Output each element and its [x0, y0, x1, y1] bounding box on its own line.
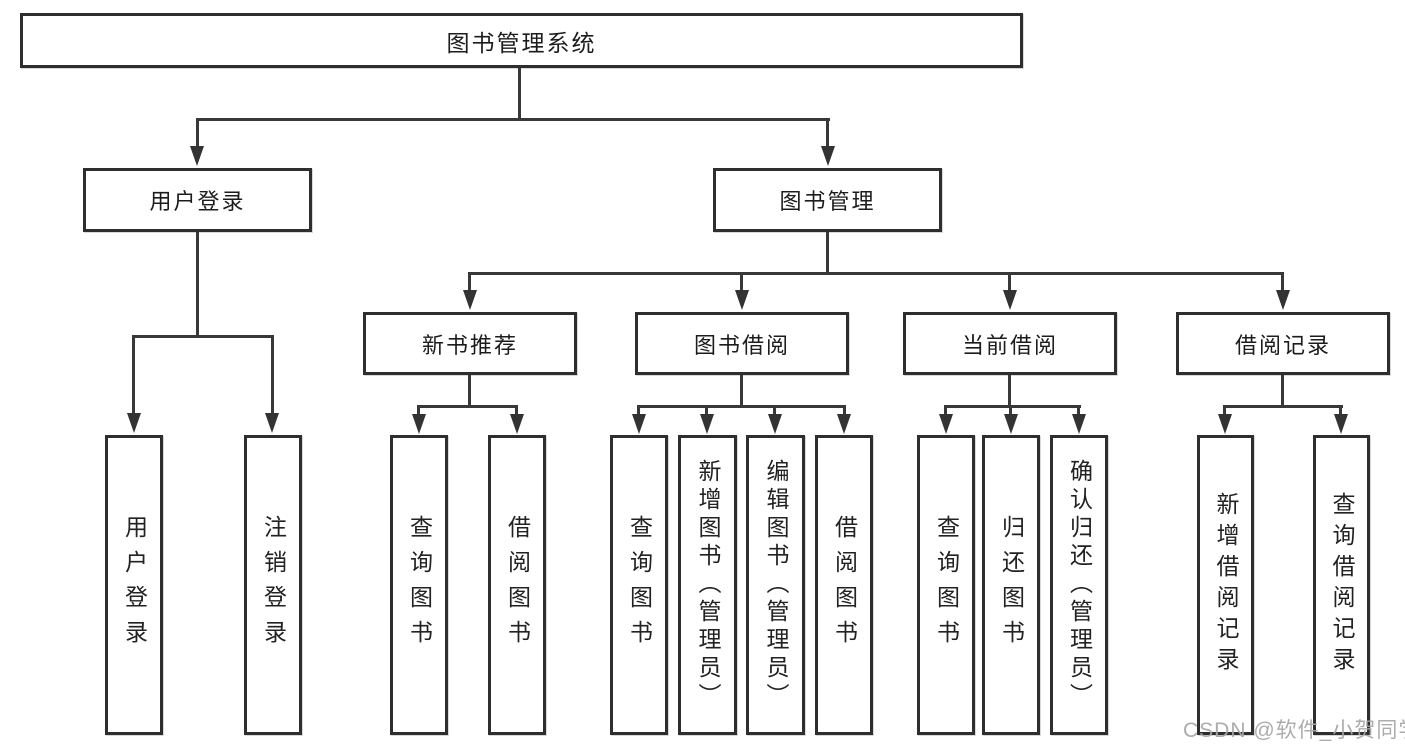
connector-line [518, 68, 521, 120]
arrow-down [821, 146, 835, 166]
node-user-login: 用户登录 [83, 168, 312, 232]
leaf-label: 查询图书 [626, 515, 653, 655]
arrow-down [1003, 290, 1017, 310]
leaf-return-books: 归还图书 [982, 435, 1040, 735]
node-library-management-system: 图书管理系统 [20, 13, 1023, 68]
connector-line [1223, 407, 1226, 416]
leaf-label: 确认归还（管理员） [1066, 459, 1093, 711]
arrow-down [632, 414, 646, 434]
leaf-label: 编辑图书（管理员） [763, 459, 789, 711]
node-borrowing-records: 借阅记录 [1176, 312, 1390, 375]
leaf-label: 借阅图书 [504, 515, 531, 655]
arrow-down [939, 414, 953, 434]
node-label: 图书管理 [779, 189, 876, 214]
arrow-down [1276, 290, 1290, 310]
leaf-label: 查询图书 [406, 515, 433, 655]
connector-line [196, 118, 830, 121]
leaf-label: 新增图书（管理员） [695, 459, 721, 711]
connector-line [271, 337, 274, 417]
connector-line [944, 407, 947, 416]
connector-line [417, 405, 518, 408]
node-new-book-recommendation: 新书推荐 [363, 312, 577, 375]
connector-line [637, 405, 846, 408]
connector-line [740, 375, 743, 408]
arrow-down [190, 146, 204, 166]
connector-line [196, 120, 199, 150]
leaf-borrow-books: 借阅图书 [815, 435, 873, 735]
node-label: 用户登录 [149, 189, 246, 214]
arrow-down [1334, 414, 1348, 434]
connector-line [637, 407, 640, 416]
connector-line [468, 375, 471, 408]
connector-line [1008, 375, 1011, 408]
leaf-borrow-books-recommend: 借阅图书 [488, 435, 546, 735]
leaf-logout: 注销登录 [244, 435, 302, 735]
node-label: 图书管理系统 [446, 29, 597, 56]
leaf-query-books-current: 查询图书 [917, 435, 975, 735]
arrow-down [1072, 414, 1086, 434]
arrow-down [510, 414, 524, 434]
leaf-edit-books-admin: 编辑图书（管理员） [746, 435, 805, 735]
connector-line [1009, 407, 1012, 416]
connector-line [468, 272, 1284, 275]
node-label: 新书推荐 [421, 332, 518, 358]
connector-line [1339, 407, 1342, 416]
connector-line [843, 407, 846, 416]
connector-line [1223, 405, 1343, 408]
leaf-add-books-admin: 新增图书（管理员） [678, 435, 737, 735]
leaf-add-borrow-record: 新增借阅记录 [1197, 435, 1254, 735]
leaf-query-books-recommend: 查询图书 [390, 435, 448, 735]
leaf-label: 借阅图书 [831, 515, 858, 655]
connector-line [773, 407, 776, 416]
connector-line [705, 407, 708, 416]
node-book-management: 图书管理 [713, 168, 942, 232]
leaf-label: 查询借阅记录 [1329, 492, 1355, 678]
connector-line [417, 407, 420, 416]
leaf-user-login: 用户登录 [105, 435, 163, 735]
connector-line [1077, 407, 1080, 416]
node-label: 图书借阅 [693, 332, 790, 358]
arrow-down [768, 414, 782, 434]
connector-line [826, 120, 829, 150]
connector-line [132, 337, 135, 417]
leaf-label: 注销登录 [260, 515, 287, 655]
arrow-down [1004, 414, 1018, 434]
leaf-label: 查询图书 [933, 515, 960, 655]
connector-line [944, 405, 1081, 408]
arrow-down [1218, 414, 1232, 434]
arrow-down [735, 290, 749, 310]
arrow-down [837, 414, 851, 434]
connector-line [468, 274, 471, 292]
arrow-down [463, 290, 477, 310]
leaf-query-borrow-record: 查询借阅记录 [1313, 435, 1370, 735]
leaf-label: 归还图书 [998, 515, 1025, 655]
connector-line [1281, 274, 1284, 292]
connector-line [132, 335, 274, 338]
node-label: 当前借阅 [961, 332, 1058, 358]
node-book-borrowing: 图书借阅 [635, 312, 849, 375]
leaf-label: 新增借阅记录 [1213, 492, 1239, 678]
arrow-down [127, 413, 141, 433]
connector-line [740, 274, 743, 292]
leaf-label: 用户登录 [121, 515, 148, 655]
leaf-confirm-return-admin: 确认归还（管理员） [1050, 435, 1108, 735]
csdn-watermark: CSDN @软件_小贺同学 [1183, 719, 1405, 742]
arrow-down [700, 414, 714, 434]
connector-line [1281, 375, 1284, 408]
arrow-down [265, 413, 279, 433]
connector-line [826, 232, 829, 274]
node-label: 借阅记录 [1234, 332, 1331, 358]
node-current-borrowing: 当前借阅 [903, 312, 1117, 375]
connector-line [196, 232, 199, 338]
connector-line [1008, 274, 1011, 292]
leaf-query-books-borrowing: 查询图书 [610, 435, 668, 735]
connector-line [515, 407, 518, 416]
arrow-down [412, 414, 426, 434]
